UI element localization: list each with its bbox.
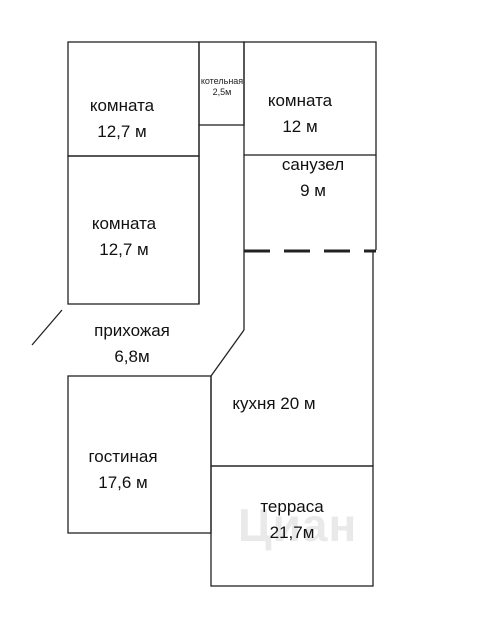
boiler-room-area: 2,5м: [212, 87, 232, 97]
boiler-room-label: котельная 2,5м: [196, 76, 248, 98]
room-3-area: 12,7 м: [99, 240, 149, 259]
hall-diagonal-lower: [31, 309, 63, 346]
room-1-name: комната: [89, 96, 155, 115]
living-room-area: 17,6 м: [98, 473, 148, 492]
room-2-label: комната 12 м: [250, 88, 350, 140]
room-2-walls: [243, 41, 377, 156]
hall-area: 6,8м: [114, 347, 150, 366]
room-1-label: комната 12,7 м: [72, 93, 172, 145]
terrace-area: 21,7м: [269, 523, 315, 542]
watermark: Циан: [238, 499, 358, 551]
room-1-area: 12,7 м: [97, 122, 147, 141]
room-2-area: 12 м: [282, 117, 318, 136]
living-room-label: гостиная 17,6 м: [73, 444, 173, 496]
bathroom-area: 9 м: [300, 181, 326, 200]
terrace-name: терраса: [260, 497, 324, 516]
terrace-label: терраса 21,7м: [242, 494, 342, 546]
boiler-room-name: котельная: [200, 76, 244, 86]
kitchen-label: кухня 20 м: [232, 394, 316, 413]
hall-name: прихожая: [94, 321, 170, 340]
room-3-name: комната: [91, 214, 157, 233]
terrace-walls: [210, 465, 374, 587]
hall-diagonal-upper: [210, 329, 245, 377]
bathroom-label: санузел 9 м: [263, 152, 363, 204]
room-3-label: комната 12,7 м: [74, 211, 174, 263]
living-room-name: гостиная: [88, 447, 158, 466]
bathroom-name: санузел: [281, 155, 345, 174]
room-2-name: комната: [267, 91, 333, 110]
hall-label: прихожая 6,8м: [82, 318, 182, 370]
